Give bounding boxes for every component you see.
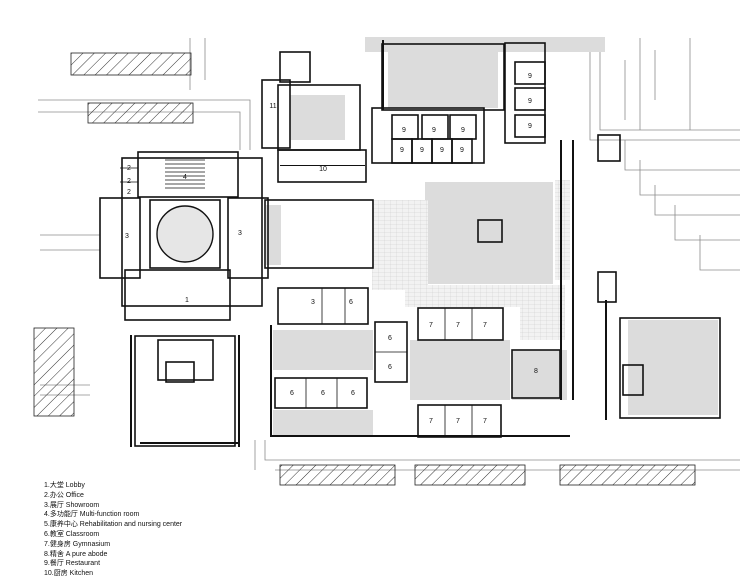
legend-item: 8.精舍 A pure abode <box>44 550 108 558</box>
room-label-gymnasium: 7 <box>429 418 433 425</box>
room-label-showroom: 3 <box>238 230 242 237</box>
room-labels: 1 2 2 2 3 3 3 4 6 6 6 6 6 6 7 7 7 7 7 7 … <box>125 73 538 425</box>
room-label-restaurant: 9 <box>432 127 436 134</box>
legend-item: 10.厨房 Kitchen <box>44 570 94 578</box>
legend-item: 1.大堂 Lobby <box>44 482 85 489</box>
site-roads <box>38 38 740 471</box>
room-label-restaurant: 9 <box>461 127 465 134</box>
room-label-office: 2 <box>127 178 131 185</box>
legend-item: 9.餐厅 Restaurant <box>44 560 101 568</box>
room-label-office: 2 <box>127 165 131 172</box>
room-label-restaurant: 9 <box>528 123 532 130</box>
room-label-multi-function: 4 <box>183 174 187 181</box>
interior-partitions <box>120 83 545 437</box>
room-label-gymnasium: 7 <box>429 322 433 329</box>
room-label-office: 2 <box>127 189 131 196</box>
room-label-restaurant: 9 <box>402 127 406 134</box>
room-label-showroom: 3 <box>311 299 315 306</box>
room-label-restaurant: 9 <box>440 147 444 154</box>
room-label-classroom: 6 <box>351 390 355 397</box>
room-label-showroom: 3 <box>125 233 129 240</box>
courtyards <box>266 37 718 435</box>
legend-item: 3.展厅 Showroom <box>44 501 100 509</box>
room-label-gymnasium: 7 <box>483 322 487 329</box>
legend-item: 6.教室 Classroom <box>44 530 100 538</box>
round-hall <box>156 205 214 263</box>
room-label-kitchen: 10 <box>319 166 327 173</box>
room-label-restaurant: 9 <box>528 73 532 80</box>
paved-courtyard <box>372 180 570 340</box>
room-label-restaurant: 9 <box>400 147 404 154</box>
legend-item: 2.办公 Office <box>44 491 84 499</box>
room-label-restaurant: 9 <box>460 147 464 154</box>
room-label-classroom: 6 <box>349 299 353 306</box>
legend-item: 7.健身房 Gymnasium <box>44 540 111 548</box>
room-label-gymnasium: 7 <box>456 418 460 425</box>
room-label-lobby: 1 <box>185 297 189 304</box>
room-label-classroom: 6 <box>290 390 294 397</box>
room-label-classroom: 6 <box>388 335 392 342</box>
legend-item: 5.康养中心 Rehabilitation and nursing center <box>44 521 183 529</box>
colonnades <box>130 40 607 447</box>
parking-areas <box>33 52 696 486</box>
legend-item: 4.多功能厅 Multi-function room <box>44 511 140 519</box>
room-label-gymnasium: 7 <box>483 418 487 425</box>
room-label-gymnasium: 7 <box>456 322 460 329</box>
room-label-restaurant: 9 <box>420 147 424 154</box>
room-label-classroom: 6 <box>321 390 325 397</box>
room-label-restaurant: 9 <box>528 98 532 105</box>
room-label-classroom: 6 <box>388 364 392 371</box>
room-label-abode: 8 <box>534 368 538 375</box>
legend: 1.大堂 Lobby 2.办公 Office 3.展厅 Showroom 4.多… <box>44 481 182 579</box>
room-label-11: 11 <box>269 103 276 110</box>
